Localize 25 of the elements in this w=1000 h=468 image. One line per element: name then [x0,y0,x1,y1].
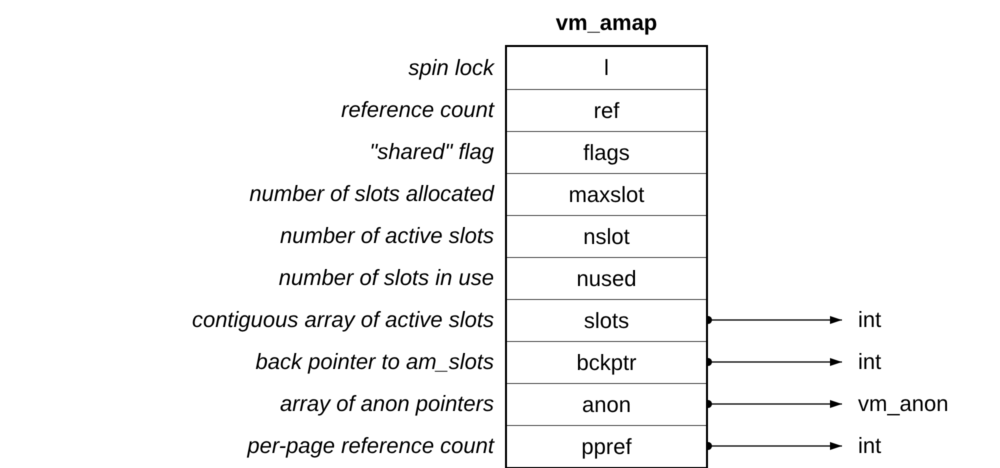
struct-field: nused [507,257,706,299]
struct-field: anon [507,383,706,425]
field-description: array of anon pointers [280,393,494,415]
field-description: number of slots allocated [249,183,494,205]
type-name: vm_anon [858,393,949,415]
field-description: per-page reference count [247,435,494,457]
field-description: number of active slots [280,225,494,247]
type-name: int [858,309,882,331]
struct-field: ref [507,89,706,131]
field-description: spin lock [408,57,494,79]
field-description: "shared" flag [370,141,494,163]
type-name: int [858,351,882,373]
struct-field: bckptr [507,341,706,383]
field-description: reference count [341,99,494,121]
struct-field: l [507,47,706,89]
struct-field: flags [507,131,706,173]
type-name: int [858,435,882,457]
struct-field: maxslot [507,173,706,215]
struct-name: vm_amap [556,8,658,37]
field-description: number of slots in use [278,267,494,289]
struct-field: slots [507,299,706,341]
field-description: back pointer to am_slots [256,351,494,373]
struct-field: nslot [507,215,706,257]
field-description: contiguous array of active slots [192,309,494,331]
struct-field: ppref [507,425,706,467]
